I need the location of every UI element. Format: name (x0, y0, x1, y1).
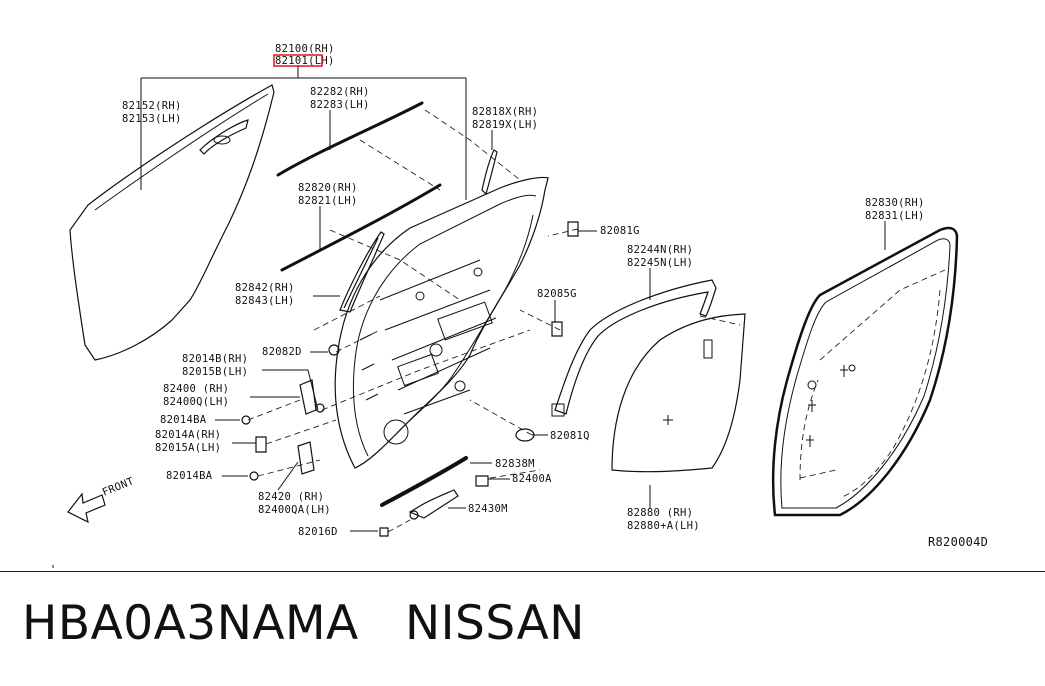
label-82244n-rh[interactable]: 82244N(RH) (627, 244, 693, 256)
front-label: FRONT (101, 475, 137, 499)
label-82400q-lh[interactable]: 82400Q(LH) (163, 396, 229, 408)
label-82842-rh[interactable]: 82842(RH) (235, 282, 295, 294)
fasteners (241, 221, 579, 537)
outer-door-panel (69, 84, 275, 361)
label-82014ba-upper[interactable]: 82014BA (160, 414, 207, 426)
label-82880a-lh[interactable]: 82880+A(LH) (627, 520, 700, 532)
label-82282-rh[interactable]: 82282(RH) (310, 86, 370, 98)
label-82830-rh[interactable]: 82830(RH) (865, 197, 925, 209)
front-arrow: FRONT (67, 475, 137, 524)
label-82819x-lh[interactable]: 82819X(LH) (472, 119, 538, 131)
label-82100-rh[interactable]: 82100(RH) (275, 43, 335, 55)
door-glass-82880 (611, 313, 746, 473)
label-82400qa-lh[interactable]: 82400QA(LH) (258, 504, 331, 516)
part-number-footer: HBA0A3NAMA NISSAN (22, 596, 585, 651)
label-82081g[interactable]: 82081G (600, 225, 640, 237)
sash-trim-82818x (481, 149, 498, 196)
label-82400a[interactable]: 82400A (512, 473, 552, 485)
parts-diagram: 82100(RH) 82101(LH) 82152(RH) 82153(LH) … (52, 43, 988, 568)
label-82015a-lh[interactable]: 82015A(LH) (155, 442, 221, 454)
bolt-82400a (475, 475, 489, 487)
belt-moulding-outer (276, 101, 424, 177)
screw-82016d (379, 527, 389, 537)
label-82831-lh[interactable]: 82831(LH) (865, 210, 925, 222)
label-82152-rh[interactable]: 82152(RH) (122, 100, 182, 112)
diagram-code: R820004D (928, 535, 988, 549)
bolt-82014a (255, 436, 267, 453)
label-82245n-lh[interactable]: 82245N(LH) (627, 257, 693, 269)
label-82821-lh[interactable]: 82821(LH) (298, 195, 358, 207)
hinge-82400 (299, 379, 317, 415)
label-82014a-rh[interactable]: 82014A(RH) (155, 429, 221, 441)
label-82101-lh[interactable]: 82101(LH) (275, 55, 335, 67)
strip-82838m (380, 456, 468, 507)
label-82430m[interactable]: 82430M (468, 503, 508, 515)
label-82016d[interactable]: 82016D (298, 526, 338, 538)
label-82153-lh[interactable]: 82153(LH) (122, 113, 182, 125)
label-82081q[interactable]: 82081Q (550, 430, 590, 442)
label-82085g[interactable]: 82085G (537, 288, 577, 300)
label-82014b-rh[interactable]: 82014B(RH) (182, 353, 248, 365)
assembly-dashed-lines (247, 109, 741, 533)
clip-82085g (551, 321, 563, 337)
sash-channel-82244n (551, 279, 717, 417)
weatherstrip-82830 (771, 226, 959, 517)
checker-82430m (408, 489, 459, 519)
hinge-82420 (297, 441, 315, 475)
corner-piece-82842 (339, 231, 385, 313)
label-82820-rh[interactable]: 82820(RH) (298, 182, 358, 194)
label-82400-rh[interactable]: 82400 (RH) (163, 383, 229, 395)
leader-lines (140, 66, 886, 532)
divider-line (0, 571, 1045, 572)
label-82283-lh[interactable]: 82283(LH) (310, 99, 370, 111)
label-82014ba-lower[interactable]: 82014BA (166, 470, 213, 482)
label-82015b-lh[interactable]: 82015B(LH) (182, 366, 248, 378)
nut-82014ba-upper (241, 415, 251, 425)
door-frame (334, 176, 549, 469)
belt-moulding-inner (280, 183, 442, 272)
label-82420-rh[interactable]: 82420 (RH) (258, 491, 324, 503)
nut-82014ba-lower (249, 471, 259, 481)
label-82843-lh[interactable]: 82843(LH) (235, 295, 295, 307)
label-82818x-rh[interactable]: 82818X(RH) (472, 106, 538, 118)
plug-82081q (515, 428, 535, 442)
label-82838m[interactable]: 82838M (495, 458, 535, 470)
label-82880-rh[interactable]: 82880 (RH) (627, 507, 693, 519)
label-82082d[interactable]: 82082D (262, 346, 302, 358)
